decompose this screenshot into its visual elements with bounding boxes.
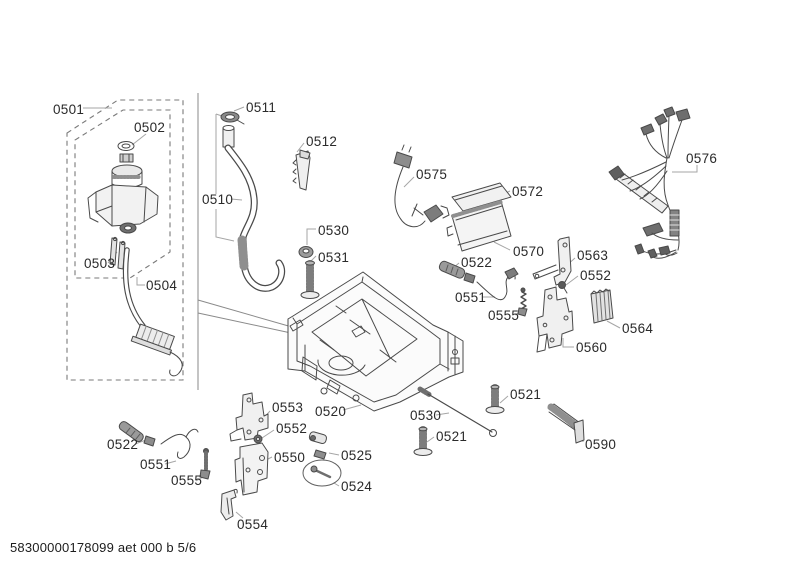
- nut-0552-left-drawing: [253, 434, 263, 444]
- rail-0590-drawing: [547, 403, 585, 444]
- damper-left-drawing: [118, 421, 156, 447]
- detail-circle-0524-drawing: [302, 459, 342, 487]
- damper-mid-drawing: [438, 260, 476, 284]
- bolt-0521-right-drawing: [485, 384, 505, 414]
- assembly-connection-lines: [197, 93, 293, 390]
- power-cord-drawing: [393, 144, 450, 228]
- cable-left-drawing: [160, 428, 199, 459]
- bracket-0553-drawing: [229, 392, 269, 442]
- screw-spring-mid-drawing: [517, 287, 528, 317]
- bolt-0521-left-drawing: [413, 426, 433, 456]
- base-assembly-drawing: [287, 271, 464, 412]
- rod-0530-drawing: [417, 386, 497, 437]
- clip-0552-mid-drawing: [558, 281, 568, 294]
- cover-strip-drawing: [451, 182, 512, 212]
- drain-hose-drawing: [220, 111, 286, 292]
- bracket-0563-drawing: [532, 236, 572, 286]
- aquastop-valve-drawing: [87, 141, 183, 377]
- trim-0564-drawing: [590, 288, 614, 324]
- dashed-group-box: [66, 99, 184, 381]
- cable-mid-drawing: [476, 267, 519, 301]
- screw-spring-left-drawing: [199, 448, 211, 480]
- clip-0512-drawing: [292, 149, 311, 191]
- cable-harness-drawing: [608, 106, 691, 259]
- bracket-0550-drawing: [234, 442, 269, 496]
- latch-0525-drawing: [308, 431, 328, 460]
- panel-drawing: [446, 200, 512, 252]
- nut-bolt-upper-drawing: [298, 246, 320, 299]
- doc-number: 58300000178099 aet 000 b 5/6: [10, 540, 197, 555]
- cover-0554-drawing: [220, 488, 238, 521]
- bracket-0560-drawing: [536, 286, 574, 353]
